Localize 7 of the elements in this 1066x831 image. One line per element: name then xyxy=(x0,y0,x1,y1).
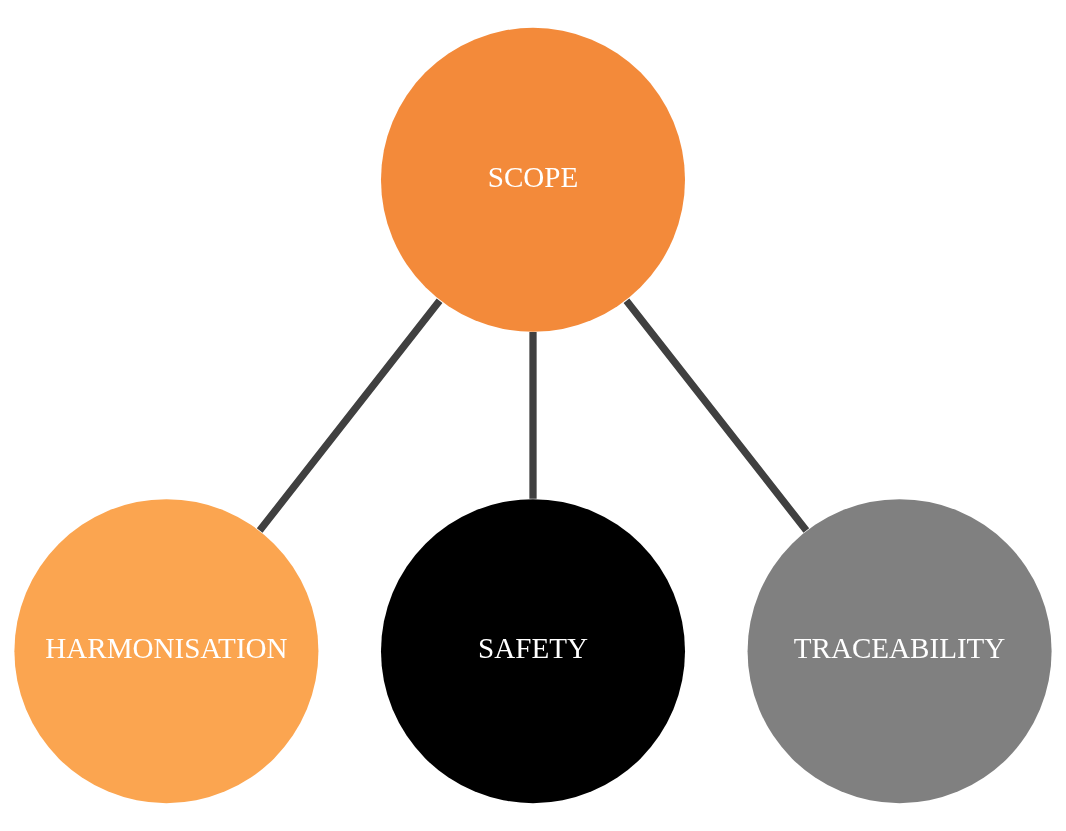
node-circle: SAFETY xyxy=(381,499,685,804)
connector xyxy=(256,298,443,533)
node-circle: TRACEABILITY xyxy=(747,499,1052,804)
node-circle: SCOPE xyxy=(381,27,685,332)
connector xyxy=(529,332,537,499)
node-circle: HARMONISATION xyxy=(14,499,319,804)
connector xyxy=(623,298,810,533)
